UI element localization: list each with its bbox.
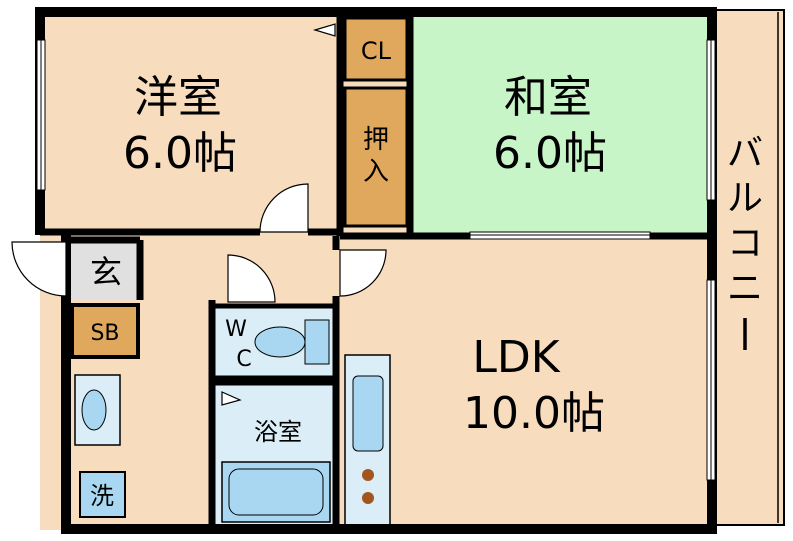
door-entrance (11, 241, 67, 297)
balcony-label-2: ル (727, 178, 763, 219)
japanese-room-size: 6.0帖 (493, 128, 607, 179)
japanese-room-name: 和室 (504, 72, 592, 123)
door-western-room (259, 183, 309, 233)
closet-label: CL (361, 37, 392, 65)
wc-label-w: W (225, 317, 247, 342)
balcony-label-3: コ (727, 223, 763, 264)
ldk-name: LDK (472, 332, 560, 383)
door-bath (221, 391, 242, 406)
bath-label: 浴室 (254, 418, 302, 446)
balcony-label-1: バ (727, 133, 763, 174)
oshiire-label-1: 押 (363, 125, 389, 155)
genkan-label: 玄 (90, 253, 122, 291)
stove-burner (362, 469, 374, 481)
shoebox (70, 303, 140, 359)
balcony-label-4: ニ (727, 268, 763, 309)
oshiire-label-2: 入 (363, 157, 389, 187)
laundry-label: 洗 (90, 482, 114, 510)
japanese-room (412, 18, 710, 233)
ldk-size: 10.0帖 (463, 388, 605, 439)
genkan-floor (70, 240, 140, 300)
oshiire (343, 86, 409, 228)
door-closet (312, 23, 336, 37)
laundry-area (79, 471, 126, 518)
western-room-name: 洋室 (134, 72, 222, 123)
closet (343, 16, 409, 82)
western-room-size: 6.0帖 (123, 128, 237, 179)
stove-burner (362, 492, 374, 504)
wc-label-c: C (236, 347, 251, 372)
door-ldk (339, 249, 387, 297)
door-wc (227, 254, 276, 303)
shoebox-label: SB (90, 321, 119, 346)
balcony-area (711, 9, 785, 526)
